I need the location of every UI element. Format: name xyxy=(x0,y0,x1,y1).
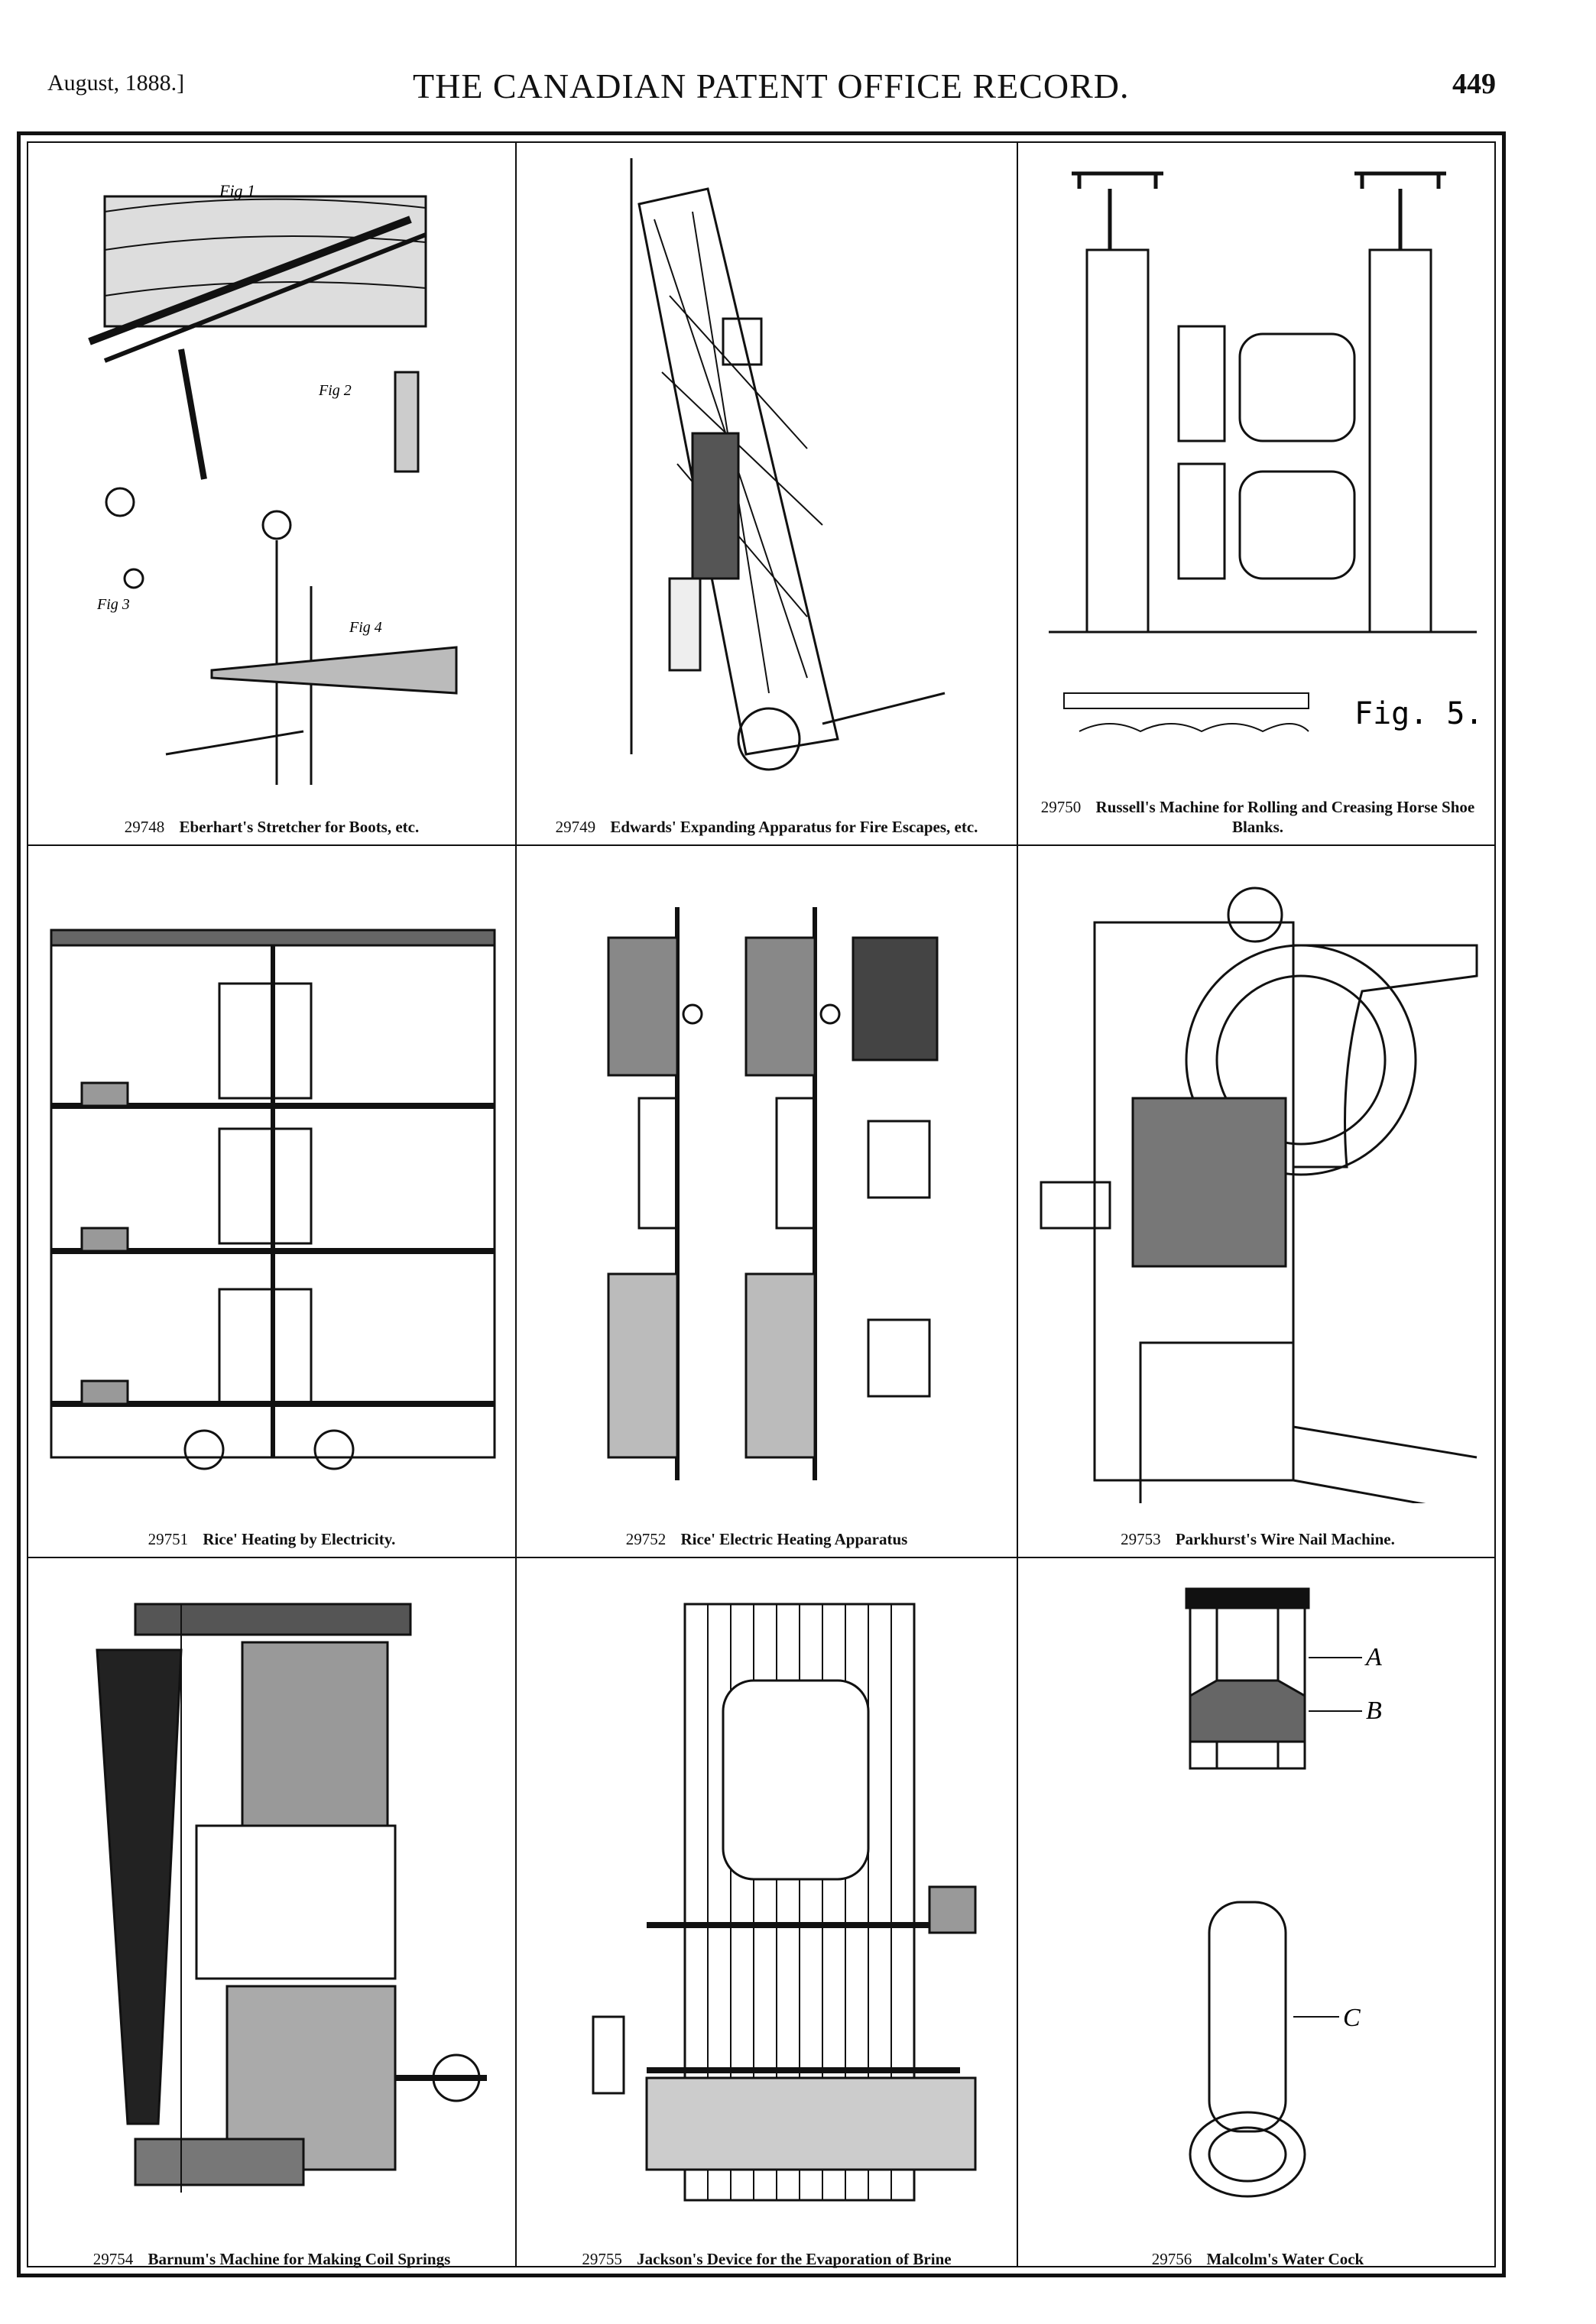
fig-label: Fig. 5. xyxy=(1354,696,1484,731)
patent-title: Parkhurst's Wire Nail Machine. xyxy=(1175,1530,1395,1548)
fig-label: A xyxy=(1364,1643,1382,1671)
patent-title: Edwards' Expanding Apparatus for Fire Es… xyxy=(610,818,978,836)
plate-caption: 29755 Jackson's Device for the Evaporati… xyxy=(524,2249,1009,2269)
plate-caption: 29756 Malcolm's Water Cock xyxy=(1026,2249,1490,2269)
plate-caption: 29753 Parkhurst's Wire Nail Machine. xyxy=(1026,1529,1490,1549)
patent-title: Eberhart's Stretcher for Boots, etc. xyxy=(179,818,420,836)
plate-caption: 29751 Rice' Heating by Electricity. xyxy=(36,1529,508,1549)
boot-stretcher-drawing: Fig 1 Fig 2 Fig 3 Fig 4 xyxy=(88,181,458,785)
patent-number: 29749 xyxy=(555,818,596,836)
plate-29755: 29755 Jackson's Device for the Evaporati… xyxy=(517,1558,1017,2277)
nail-machine-drawing xyxy=(1040,886,1478,1503)
publication-title: THE CANADIAN PATENT OFFICE RECORD. xyxy=(413,66,1130,105)
water-cock-drawing: A B C xyxy=(1185,1587,1382,2198)
plate-29748: Fig 1 Fig 2 Fig 3 Fig 4 29748 Eberhart's… xyxy=(28,143,515,844)
page-header: August, 1888.] THE CANADIAN PATENT OFFIC… xyxy=(0,0,1596,130)
patent-number: 29751 xyxy=(148,1530,189,1548)
fig-label: Fig 1 xyxy=(219,181,255,200)
fig-label: C xyxy=(1343,2004,1361,2032)
fire-escape-drawing xyxy=(630,158,946,771)
grid-divider xyxy=(1017,143,1018,2266)
fig-label: Fig 4 xyxy=(349,619,382,636)
brine-evaporator-drawing xyxy=(592,1603,977,2202)
coil-spring-machine-drawing xyxy=(96,1603,487,2193)
patent-title: Malcolm's Water Cock xyxy=(1206,2250,1364,2268)
plate-caption: 29750 Russell's Machine for Rolling and … xyxy=(1026,797,1490,837)
plate-caption: 29749 Edwards' Expanding Apparatus for F… xyxy=(524,817,1009,837)
patent-number: 29752 xyxy=(625,1530,667,1548)
plate-caption: 29754 Barnum's Machine for Making Coil S… xyxy=(36,2249,508,2269)
patent-number: 29754 xyxy=(92,2250,134,2268)
plate-29756: A B C 29756 Malcolm's Water Cock xyxy=(1018,1558,1497,2277)
patent-title: Rice' Electric Heating Apparatus xyxy=(680,1530,908,1548)
patent-number: 29750 xyxy=(1040,798,1082,816)
patent-title: Rice' Heating by Electricity. xyxy=(203,1530,396,1548)
grid-divider xyxy=(28,844,1494,846)
grid-divider xyxy=(28,1557,1494,1558)
plate-frame: Fig 1 Fig 2 Fig 3 Fig 4 29748 Eberhart's… xyxy=(17,131,1506,2277)
issue-date: August, 1888.] xyxy=(47,70,185,96)
plate-caption: 29752 Rice' Electric Heating Apparatus xyxy=(524,1529,1009,1549)
fig-label: Fig 2 xyxy=(318,382,352,399)
railway-car-drawing xyxy=(607,907,939,1480)
patent-title: Russell's Machine for Rolling and Creasi… xyxy=(1095,798,1475,836)
grid-divider xyxy=(515,143,517,2266)
plate-grid: Fig 1 Fig 2 Fig 3 Fig 4 29748 Eberhart's… xyxy=(28,143,1497,2268)
building-section-drawing xyxy=(50,929,496,1470)
rolling-machine-drawing: Fig. 5. xyxy=(1049,171,1484,733)
plate-29749: 29749 Edwards' Expanding Apparatus for F… xyxy=(517,143,1017,844)
page-number: 449 xyxy=(1452,68,1496,100)
patent-title: Barnum's Machine for Making Coil Springs xyxy=(148,2250,451,2268)
fig-label: Fig 3 xyxy=(96,596,130,613)
plate-29751: 29751 Rice' Heating by Electricity. xyxy=(28,846,515,1557)
patent-title: Jackson's Device for the Evaporation of … xyxy=(637,2250,952,2268)
patent-number: 29753 xyxy=(1121,1530,1161,1548)
patent-number: 29748 xyxy=(124,818,165,836)
plate-29754: 29754 Barnum's Machine for Making Coil S… xyxy=(28,1558,515,2277)
fig-label: B xyxy=(1366,1697,1382,1725)
plate-29753: 29753 Parkhurst's Wire Nail Machine. xyxy=(1018,846,1497,1557)
plate-caption: 29748 Eberhart's Stretcher for Boots, et… xyxy=(36,817,508,837)
patent-number: 29756 xyxy=(1151,2250,1192,2268)
plate-29750: Fig. 5. 29750 Russell's Machine for Roll… xyxy=(1018,143,1497,844)
plate-frame-inner: Fig 1 Fig 2 Fig 3 Fig 4 29748 Eberhart's… xyxy=(27,141,1497,2268)
plate-29752: 29752 Rice' Electric Heating Apparatus xyxy=(517,846,1017,1557)
patent-number: 29755 xyxy=(582,2250,622,2268)
